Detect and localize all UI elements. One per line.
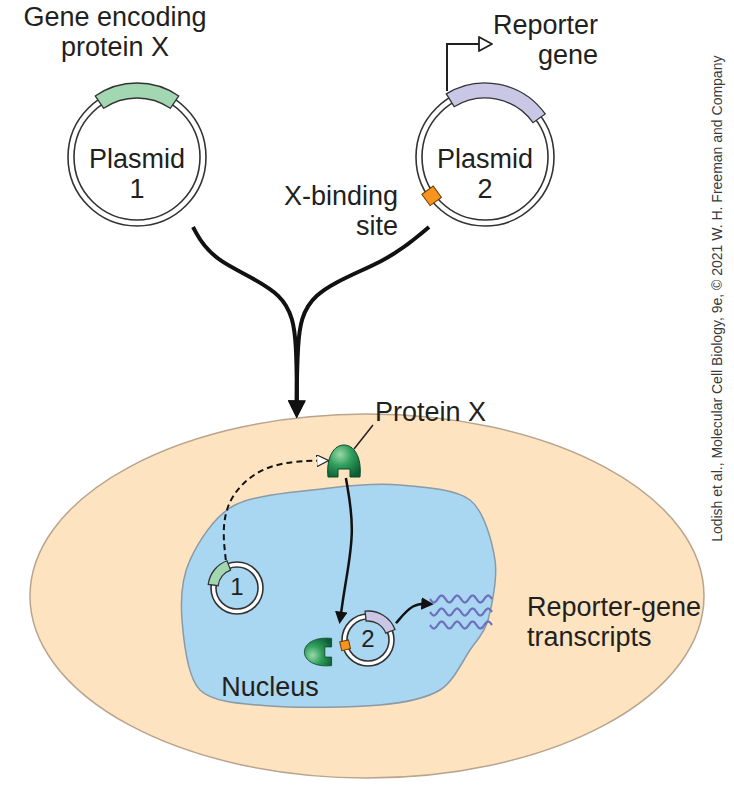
plasmid-strand: [68, 88, 206, 226]
plasmid-label: Plasmid 2: [432, 145, 538, 204]
transcript-label: Reporter-gene transcripts: [527, 593, 717, 652]
promoter-arrow: [447, 44, 480, 91]
protein-label: Protein X: [375, 398, 486, 428]
protein-shape: Protein X: [325, 443, 363, 478]
mrna-wave: [430, 609, 492, 616]
plasmid-strand: [74, 94, 200, 220]
flow-arrow: [340, 478, 352, 620]
credit-line: Lodish et al., Molecular Cell Biology, 9…: [710, 0, 725, 599]
flow-arrow: [224, 461, 325, 561]
gene-segment: [95, 83, 179, 108]
binding-site: [422, 186, 442, 206]
flow-arrow: [396, 604, 430, 623]
plasmid-circle: 2: [340, 612, 396, 668]
nucleus-blob: Nucleus 1 2: [180, 483, 497, 708]
gene-label: Reporter gene: [486, 11, 598, 70]
plasmid-circle: Gene encoding protein XPlasmid 1: [67, 87, 207, 227]
bound-protein: [304, 638, 331, 666]
protein-shape-outline: [325, 443, 363, 478]
binding-site: [340, 640, 351, 651]
transcript-waves: Reporter-gene transcripts: [430, 592, 492, 632]
protein-body: [328, 445, 361, 477]
gene-label: Gene encoding protein X: [0, 3, 230, 62]
compartment-label: Nucleus: [195, 673, 345, 703]
flow-arrow: [193, 227, 297, 413]
plasmid-number: 2: [340, 626, 396, 652]
plasmid-label: Plasmid 1: [84, 145, 190, 204]
cell-ellipse: Protein X Nucleus 1 2 Reporter-gene transcri…: [29, 413, 705, 779]
mrna-wave: [430, 596, 492, 603]
mrna-wave: [430, 622, 492, 629]
plasmid-circle: Reporter genePlasmid 2: [415, 87, 555, 227]
gene-segment: [446, 83, 545, 123]
promoter-arrowhead: [479, 37, 492, 51]
plasmid-number: 1: [209, 574, 265, 600]
nuclear-envelope: [181, 484, 495, 707]
plasmid-circle: 1: [209, 560, 265, 616]
gene-segment: [208, 561, 230, 586]
leader-line: [354, 425, 373, 449]
transcript-waves-outline: [430, 592, 492, 632]
flow-arrow: [297, 227, 429, 413]
plasmid-ring: [68, 88, 206, 226]
part-label: X-binding site: [273, 182, 398, 241]
